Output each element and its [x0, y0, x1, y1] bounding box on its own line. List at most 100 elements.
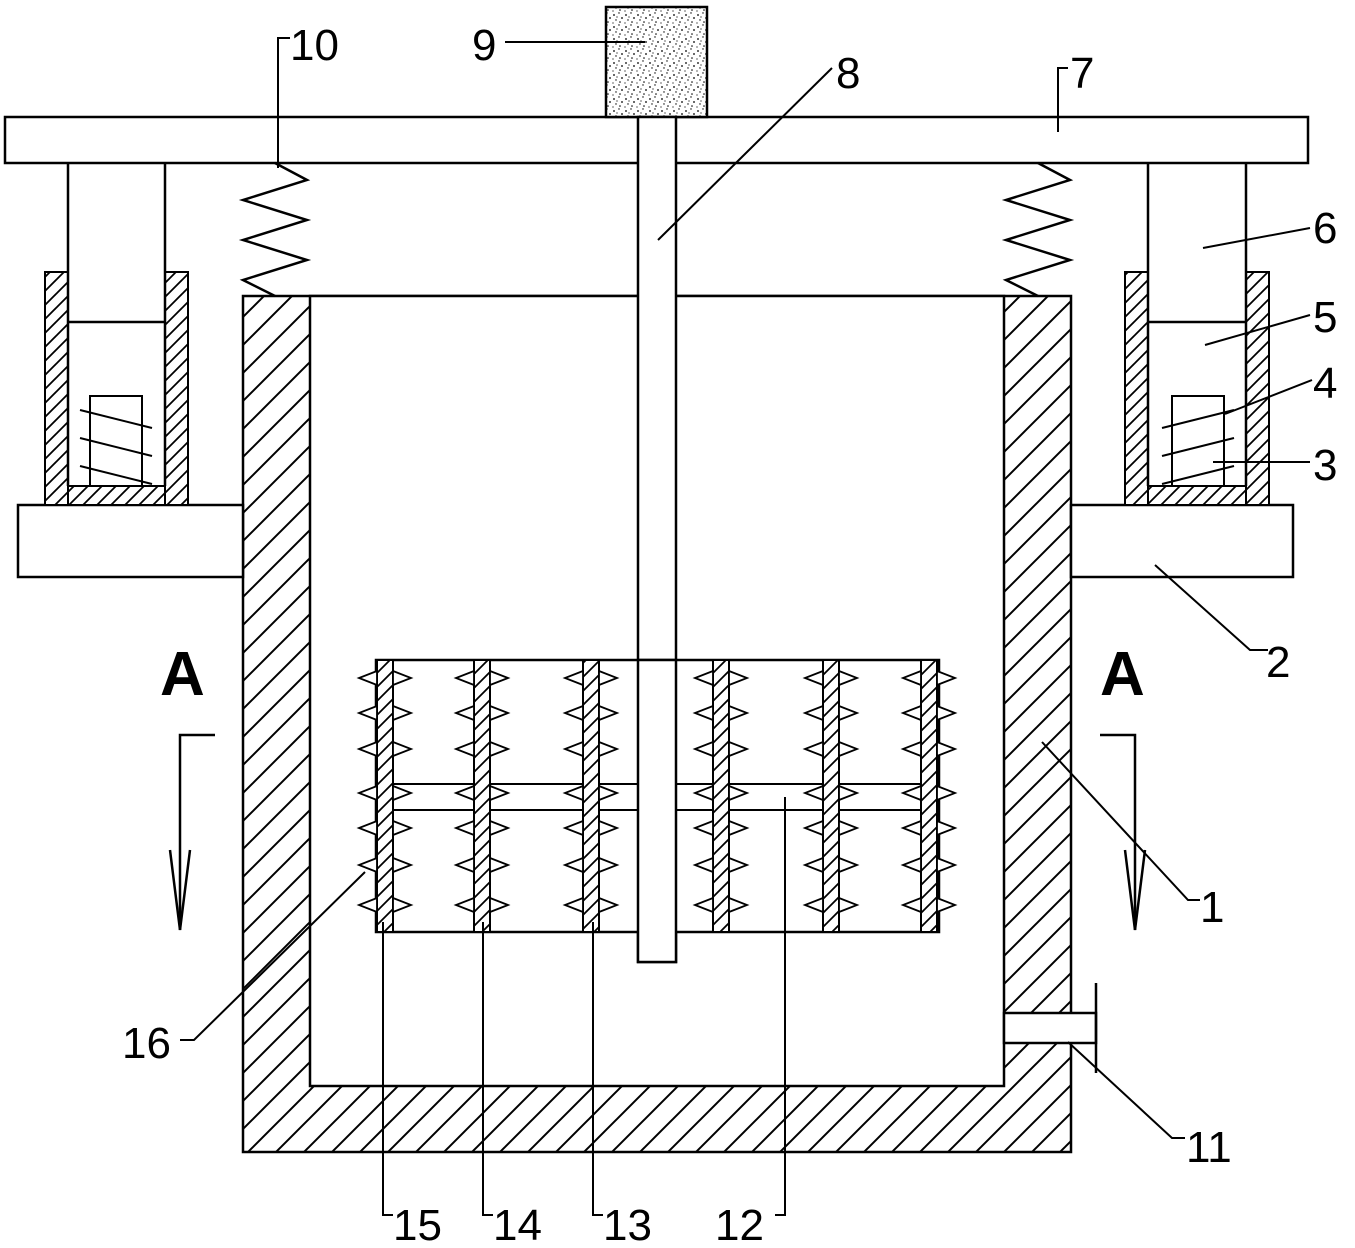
spike — [598, 669, 620, 687]
spike — [489, 896, 511, 914]
spike — [489, 819, 511, 837]
label-2: 2 — [1266, 638, 1290, 687]
spike — [936, 856, 958, 874]
spike — [692, 784, 714, 802]
spike — [598, 784, 620, 802]
spike — [392, 896, 414, 914]
spike — [936, 740, 958, 758]
spike — [838, 704, 860, 722]
stirring-rod — [920, 659, 938, 933]
spike — [356, 740, 378, 758]
spike — [802, 819, 824, 837]
spike — [692, 896, 714, 914]
label-13: 13 — [603, 1201, 652, 1248]
spike — [598, 856, 620, 874]
label-1: 1 — [1200, 883, 1224, 932]
stirring-rod — [822, 659, 840, 933]
spike — [728, 896, 750, 914]
leader-lines — [180, 37, 1313, 1216]
spike — [392, 784, 414, 802]
stirring-rods — [376, 659, 938, 933]
spike — [900, 704, 922, 722]
spike — [838, 856, 860, 874]
spike — [453, 819, 475, 837]
spike — [838, 740, 860, 758]
spike — [489, 740, 511, 758]
spike — [356, 896, 378, 914]
section-arrow-left — [178, 733, 215, 930]
spike — [453, 669, 475, 687]
spike — [936, 704, 958, 722]
spike — [728, 669, 750, 687]
spike — [802, 669, 824, 687]
label-16: 16 — [122, 1019, 171, 1068]
label-9: 9 — [472, 21, 496, 70]
spike — [900, 784, 922, 802]
spike — [728, 856, 750, 874]
spike — [900, 740, 922, 758]
spike — [936, 784, 958, 802]
spike — [900, 896, 922, 914]
spike — [562, 819, 584, 837]
section-label-left: A — [160, 640, 205, 709]
spring-right — [1001, 161, 1075, 298]
spike — [728, 819, 750, 837]
spike — [838, 819, 860, 837]
motor — [604, 5, 709, 119]
label-12: 12 — [715, 1201, 764, 1248]
spike — [838, 896, 860, 914]
label-5: 5 — [1313, 293, 1337, 342]
label-14: 14 — [493, 1201, 542, 1248]
spike — [598, 896, 620, 914]
spike — [598, 704, 620, 722]
spike — [838, 669, 860, 687]
spike — [356, 856, 378, 874]
spike — [392, 704, 414, 722]
spike — [692, 704, 714, 722]
stirring-rod — [582, 659, 600, 933]
spike — [692, 740, 714, 758]
spike — [562, 784, 584, 802]
section-arrowhead-left — [168, 849, 192, 931]
spike — [453, 740, 475, 758]
label-10: 10 — [290, 21, 339, 70]
section-arrow-right — [1100, 733, 1137, 930]
spike — [692, 819, 714, 837]
spike — [598, 819, 620, 837]
spike — [692, 669, 714, 687]
section-label-right: A — [1100, 640, 1145, 709]
label-15: 15 — [393, 1201, 442, 1248]
spike — [562, 896, 584, 914]
spike — [453, 896, 475, 914]
label-8: 8 — [836, 49, 860, 98]
stirring-rod — [473, 659, 491, 933]
spike — [356, 819, 378, 837]
label-4: 4 — [1313, 359, 1337, 408]
label-6: 6 — [1313, 204, 1337, 253]
spike — [802, 856, 824, 874]
spike — [900, 856, 922, 874]
label-7: 7 — [1070, 49, 1094, 98]
spike — [728, 704, 750, 722]
spike — [489, 784, 511, 802]
right-support-bracket — [1069, 503, 1295, 579]
spike — [453, 784, 475, 802]
spike — [489, 669, 511, 687]
spike — [728, 740, 750, 758]
spike — [356, 669, 378, 687]
spike — [392, 819, 414, 837]
spike — [356, 704, 378, 722]
spike — [802, 784, 824, 802]
spike — [562, 669, 584, 687]
spike — [489, 856, 511, 874]
spring-left — [238, 161, 312, 298]
spike — [562, 704, 584, 722]
spike — [900, 819, 922, 837]
spike — [453, 856, 475, 874]
spike — [598, 740, 620, 758]
spike — [802, 704, 824, 722]
section-arrowhead-right — [1123, 849, 1147, 931]
spike — [692, 856, 714, 874]
spike — [356, 784, 378, 802]
